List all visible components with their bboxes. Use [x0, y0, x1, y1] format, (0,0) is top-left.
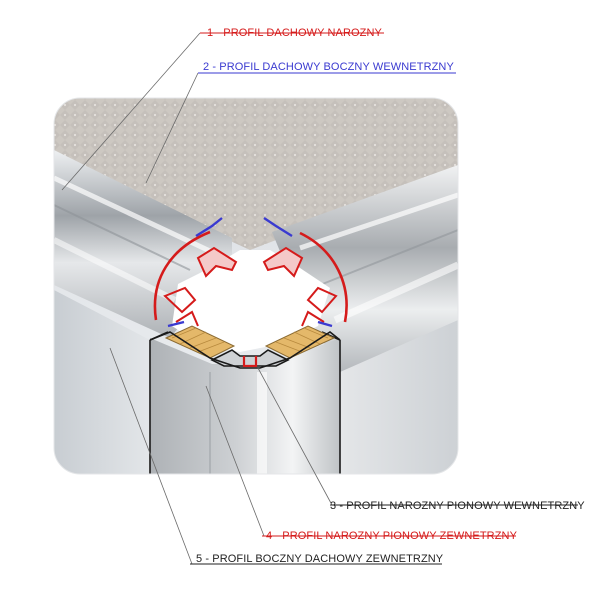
leader-1 [61, 32, 201, 191]
profile-2-blue-right [263, 217, 293, 238]
wood-block-right [264, 325, 336, 359]
profile-1-outer-arc [153, 230, 211, 321]
profile-4-red-u [242, 356, 258, 368]
label-5-profil-boczny-dachowy-zewnetrzny: 5 - PROFIL BOCZNY DACHOWY ZEWNETRZNY [196, 553, 444, 565]
corner-post [150, 338, 340, 474]
left-wall [54, 290, 150, 474]
profile-2-blue-left [195, 217, 223, 238]
label-2-profil-dachowy-boczny-wewnetrzny: 2 - PROFIL DACHOWY BOCZNY WEWNETRZNY [203, 61, 454, 73]
leader-3 [257, 367, 333, 506]
roof-surface [54, 98, 458, 250]
leader-4 [205, 385, 265, 537]
leader-2 [145, 72, 199, 184]
leader-lines [61, 32, 333, 565]
label-underlines [190, 32, 578, 565]
label-1-profil-dachowy-narozny: 1 - PROFIL DACHOWY NAROZNY [207, 27, 382, 39]
label-3-profil-narozny-pionowy-wewnetrzny: 3 - PROFIL NAROZNY PIONOWY WEWNETRZNY [330, 500, 585, 512]
corner-cross-section [149, 217, 348, 369]
label-4-profil-narozny-pionowy-zewnetrzny: 4 - PROFIL NAROZNY PIONOWY ZEWNETRZNY [266, 530, 518, 542]
profile-3-inner-vertical [210, 349, 290, 367]
leader-5 [109, 347, 193, 565]
wood-block-left [164, 325, 236, 359]
